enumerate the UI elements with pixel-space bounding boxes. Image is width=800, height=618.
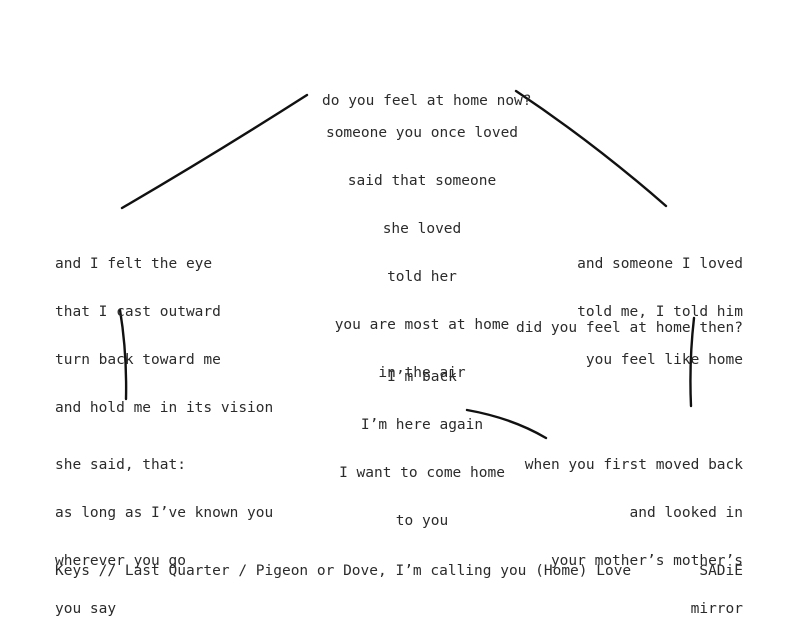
poem-line: she loved	[382, 221, 462, 237]
heading-did-you-feel-at-home-then: did you feel at home then?	[483, 288, 743, 368]
poem-line: as long as I’ve known you	[55, 505, 274, 521]
poem-line: turn back toward me	[55, 352, 221, 368]
footer: Keys // Last Quarter / Pigeon or Dove, I…	[55, 563, 743, 579]
stanza-top-center: someone you once loved said that someone…	[322, 93, 522, 413]
poem-line: do you feel at home now?	[322, 93, 532, 109]
poem-line: I’m here again	[360, 417, 484, 433]
poem-line: I want to come home	[339, 465, 505, 481]
footer-signature: SADiE	[699, 563, 743, 579]
poem-line: someone you once loved	[325, 125, 519, 141]
poem-line: I’m back	[387, 369, 457, 385]
poem-line: told her	[387, 269, 457, 285]
poem-line: that I cast outward	[55, 304, 221, 320]
stanza-left-upper: and I felt the eye that I cast outward t…	[55, 224, 315, 448]
stanza-center-lower: I’m back I’m here again I want to come h…	[322, 337, 522, 561]
poem-line: did you feel at home then?	[516, 320, 743, 336]
heading-do-you-feel-at-home-now: do you feel at home now?	[322, 61, 532, 141]
poem-line: wherever you go	[55, 553, 186, 569]
poem-line: she said, that:	[55, 457, 186, 473]
poem-line: you are most at home	[334, 317, 510, 333]
poem-line: to you	[395, 513, 449, 529]
poem-line: mirror	[690, 601, 743, 617]
poem-line: when you first moved back	[524, 457, 743, 473]
poem-line: you say	[55, 601, 117, 617]
poem-line: and someone I loved	[577, 256, 743, 272]
poem-line: in the air	[378, 365, 466, 381]
poem-line: you feel like home	[585, 352, 743, 368]
poem-line: and looked in	[629, 505, 744, 521]
stanza-right-upper: and someone I loved told me, I told him …	[483, 224, 743, 400]
poem-line: and hold me in its vision	[55, 400, 274, 416]
poem-line: your mother’s mother’s	[550, 553, 743, 569]
footer-credit: Keys // Last Quarter / Pigeon or Dove, I…	[55, 563, 632, 579]
stanza-right-lower: when you first moved back and looked in …	[483, 425, 743, 618]
stanza-left-lower: she said, that: as long as I’ve known yo…	[55, 425, 355, 618]
poem-line: told me, I told him	[577, 304, 743, 320]
connector-top-right	[514, 89, 668, 208]
poem-line: and I felt the eye	[55, 256, 213, 272]
poem-line: said that someone	[347, 173, 497, 189]
connector-top-left	[120, 93, 309, 210]
